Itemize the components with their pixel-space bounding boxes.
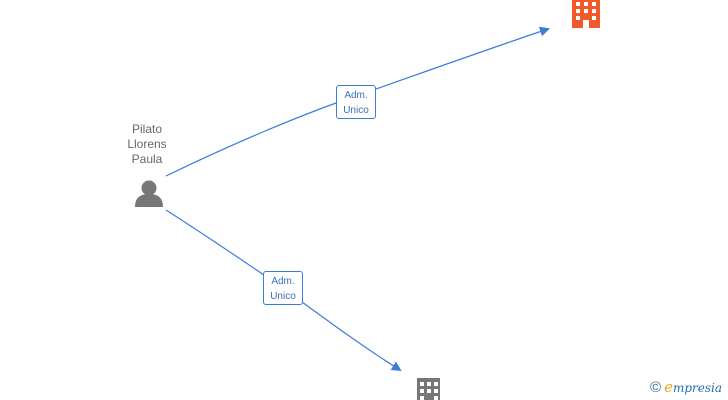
brand-name: mpresia bbox=[672, 381, 723, 395]
company-1-building-icon[interactable] bbox=[572, 0, 600, 28]
relation-label-line: Unico bbox=[343, 105, 369, 116]
person-icon[interactable] bbox=[135, 180, 163, 208]
relation-label-company-1[interactable]: Adm. Unico bbox=[336, 85, 376, 119]
company-2-building-icon[interactable] bbox=[417, 378, 440, 400]
relation-label-line: Unico bbox=[270, 291, 296, 302]
person-name-line: Paula bbox=[131, 152, 163, 166]
empresia-watermark[interactable]: ©empresia bbox=[650, 378, 722, 398]
brand-initial: e bbox=[664, 378, 673, 396]
relation-label-line: Adm. bbox=[271, 276, 295, 287]
copyright-icon: © bbox=[650, 379, 662, 396]
person-name-line: Llorens bbox=[127, 137, 167, 151]
relation-label-line: Adm. bbox=[344, 90, 368, 101]
person-name-line: Pilato bbox=[131, 122, 163, 136]
relation-label-company-2[interactable]: Adm. Unico bbox=[263, 271, 303, 305]
person-name[interactable]: Pilato Llorens Paula bbox=[112, 122, 182, 167]
